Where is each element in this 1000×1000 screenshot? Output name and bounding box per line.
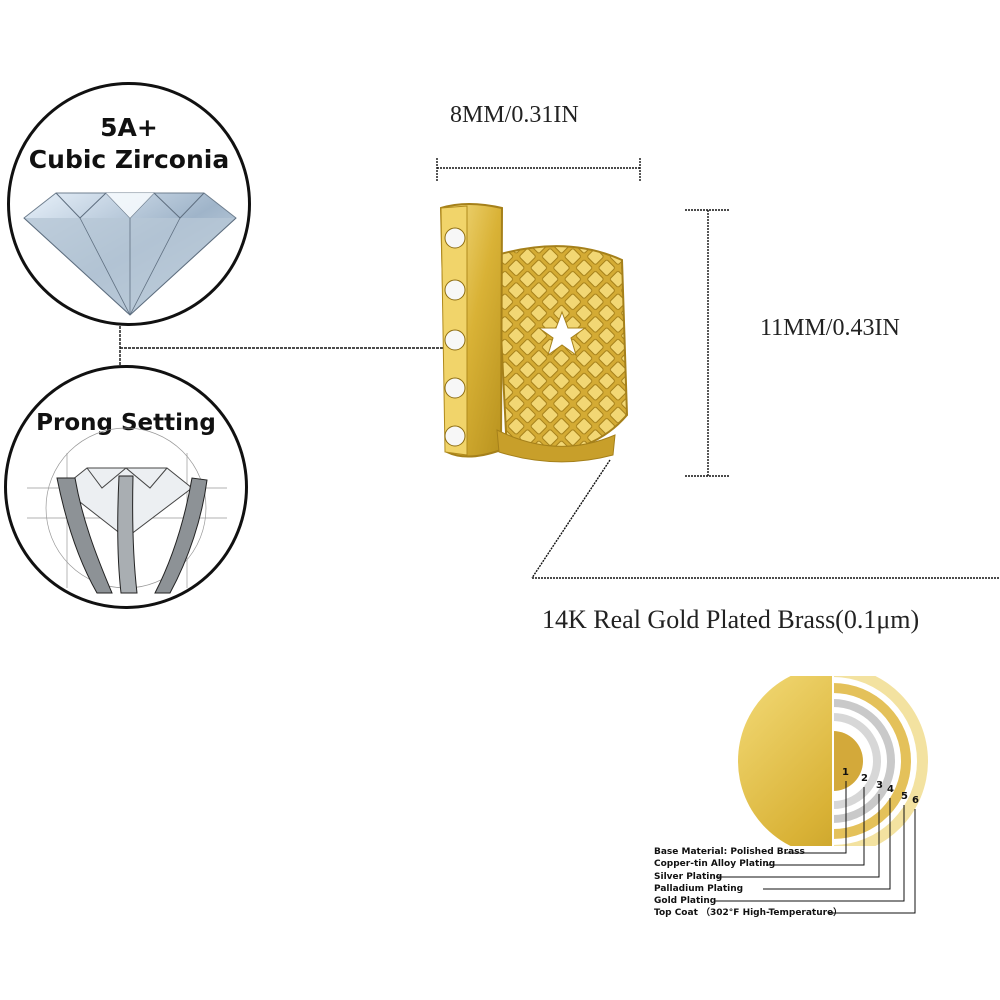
layer-label-2: Copper-tin Alloy Plating xyxy=(654,859,776,870)
layer-label-6: Top Coat （302°F High-Temperature） xyxy=(654,908,843,919)
prong-setting-feature-circle: Prong Setting xyxy=(4,365,248,609)
layer-number-3: 3 xyxy=(876,780,883,791)
plating-layers-icon xyxy=(738,666,928,856)
layer-number-6: 6 xyxy=(912,795,919,806)
layer-number-1: 1 xyxy=(842,767,849,778)
prong-setting-title: Prong Setting xyxy=(36,410,216,436)
zirconia-grade-label: 5A+ xyxy=(100,113,158,142)
layer-label-4: Palladium Plating xyxy=(654,883,744,894)
height-dimension-label: 11MM/0.43IN xyxy=(760,315,900,341)
gold-grill-product xyxy=(439,203,629,463)
width-dimension-label: 8MM/0.31IN xyxy=(450,102,579,128)
zirconia-title: Cubic Zirconia xyxy=(28,145,230,174)
layer-legend: Base Material: Polished Brass Copper-tin… xyxy=(654,846,842,920)
layer-label-5: Gold Plating xyxy=(654,896,717,907)
zirconia-feature-circle: 5A+ Cubic Zirconia xyxy=(7,82,251,326)
layer-number-2: 2 xyxy=(861,773,868,784)
layer-number-5: 5 xyxy=(901,791,908,802)
material-label: 14K Real Gold Plated Brass(0.1μm) xyxy=(542,605,920,634)
layer-number-4: 4 xyxy=(887,784,894,795)
diamond-icon xyxy=(23,192,237,316)
layer-label-1: Base Material: Polished Brass xyxy=(654,847,805,857)
prong-setting-icon xyxy=(27,427,227,594)
layer-label-3: Silver Plating xyxy=(654,871,723,882)
